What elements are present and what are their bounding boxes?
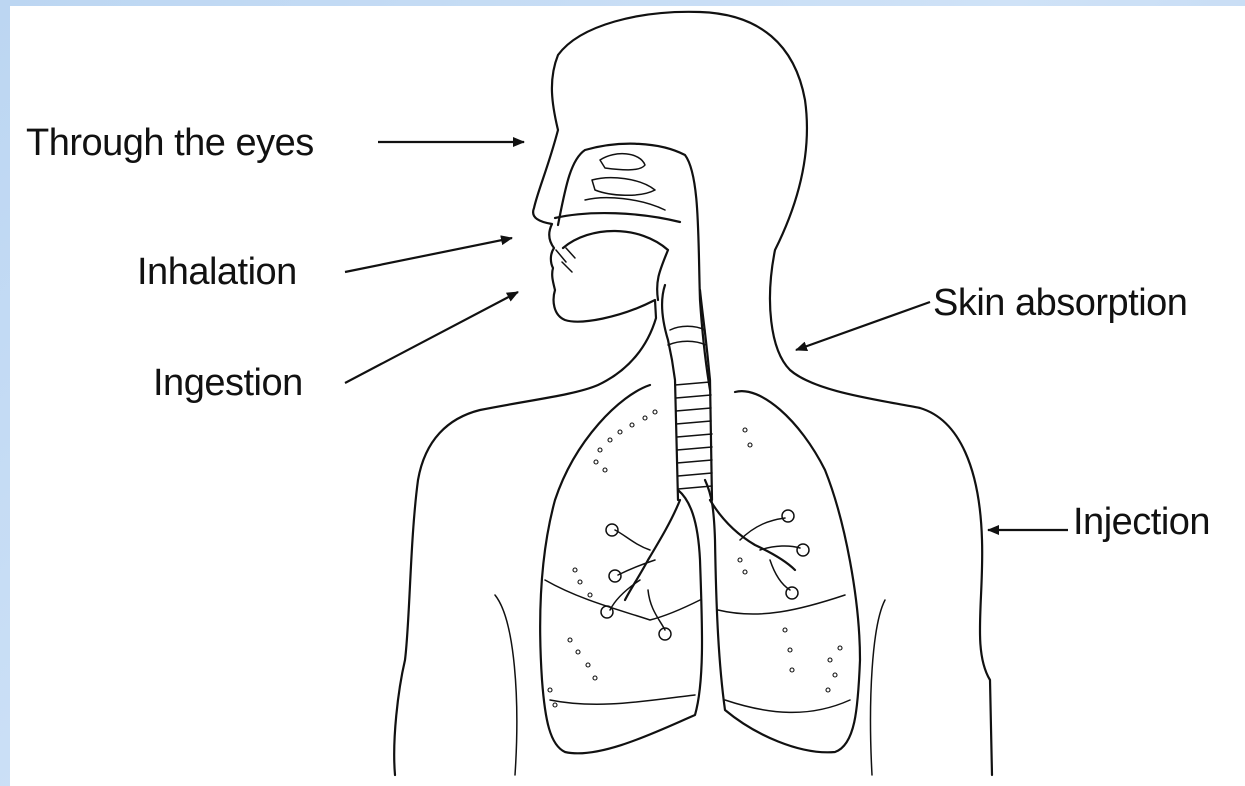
bronchial-tree (601, 500, 809, 640)
label-inhalation: Inhalation (137, 253, 297, 291)
nasal-turbinate-2 (592, 178, 655, 196)
inhalation-arrow (345, 238, 512, 272)
skin-arrow (796, 302, 930, 350)
trachea (662, 285, 712, 500)
label-skin-absorption: Skin absorption (933, 284, 1187, 322)
right-lung (705, 391, 860, 752)
right-lung-lower-lobe (725, 700, 850, 712)
right-inner-arm (871, 600, 885, 775)
right-lung-fissure (718, 595, 845, 614)
tongue (563, 231, 668, 300)
ingestion-arrow (345, 292, 518, 383)
nasal-turbinate-1 (600, 154, 645, 170)
left-lung-lower-lobe (550, 695, 695, 704)
left-inner-arm (495, 595, 517, 775)
left-lung-fissure (545, 580, 700, 620)
lung-stipples (548, 410, 842, 707)
label-injection: Injection (1073, 503, 1210, 541)
body-outline (394, 12, 992, 775)
palate (555, 213, 680, 222)
teeth (556, 248, 575, 272)
left-lung (540, 385, 702, 753)
label-through-the-eyes: Through the eyes (26, 124, 314, 162)
label-ingestion: Ingestion (153, 364, 303, 402)
nasal-turbinate-3 (585, 198, 665, 210)
